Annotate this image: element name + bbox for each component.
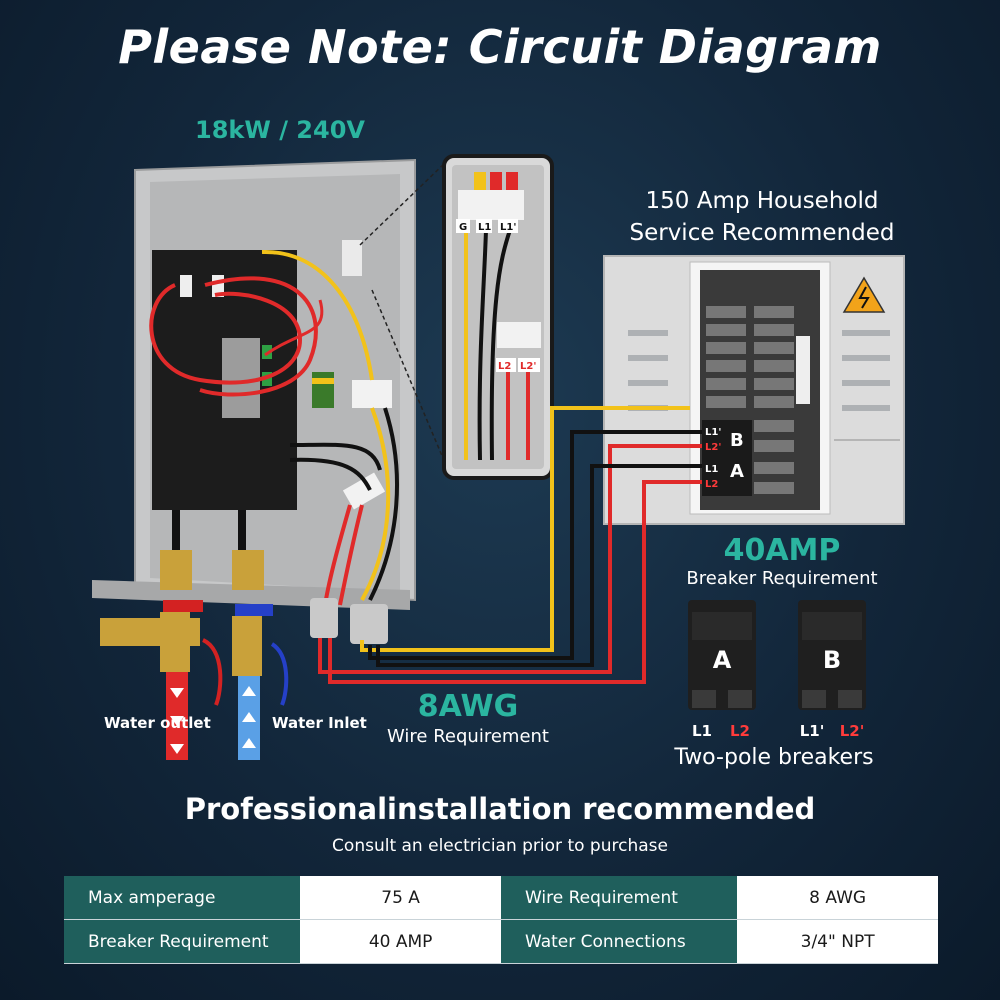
terminal-label-l2: L2 xyxy=(498,361,511,372)
cable-gland xyxy=(310,598,338,638)
terminal-label-g: G xyxy=(459,222,467,233)
install-subtitle: Consult an electrician prior to purchase xyxy=(332,836,668,856)
panel-a-l1: L1 xyxy=(705,464,718,475)
spec-value: 3/4" NPT xyxy=(737,919,938,964)
terminal-label-l1: L1 xyxy=(478,222,491,233)
wire-req-label: Wire Requirement xyxy=(387,726,549,747)
terminal-zoom-panel: G L1 L1' L2 L2' xyxy=(442,154,554,480)
breaker-panel: L1' L2' B L1 L2 A xyxy=(603,255,905,525)
install-title: Professionalinstallation recommended xyxy=(184,792,816,826)
panel-b-l2-prime: L2' xyxy=(705,442,721,453)
heatsink xyxy=(222,338,260,418)
panel-a-l2: L2 xyxy=(705,479,718,490)
circuit-diagram: 18kW / 240V xyxy=(92,116,905,770)
breaker-b-letter: B xyxy=(823,646,841,674)
service-line-2: Service Recommended xyxy=(629,220,894,246)
breaker-req-label: Breaker Requirement xyxy=(686,568,877,589)
spec-value: 8 AWG xyxy=(737,876,938,920)
supply-wires xyxy=(318,406,702,684)
wire-gauge: 8AWG xyxy=(418,689,518,724)
spec-label: Wire Requirement xyxy=(500,876,738,920)
water-outlet-label: Water outlet xyxy=(104,714,211,732)
heater-rating: 18kW / 240V xyxy=(195,116,365,144)
service-line-1: 150 Amp Household xyxy=(646,188,879,214)
breaker-amps: 40AMP xyxy=(724,533,841,568)
spec-value: 40 AMP xyxy=(300,919,501,964)
cable-gland xyxy=(350,604,388,644)
spec-label: Max amperage xyxy=(64,876,301,920)
spec-label: Breaker Requirement xyxy=(64,919,301,964)
ground-block xyxy=(312,372,334,408)
breaker-b-slot xyxy=(702,420,752,458)
water-fittings xyxy=(100,510,289,760)
table-row: Max amperage 75 A Wire Requirement 8 AWG xyxy=(64,876,938,920)
breaker-a-term-2: L2 xyxy=(730,722,750,740)
breaker-b-term-2: L2' xyxy=(840,722,865,740)
hazard-icon xyxy=(842,276,886,313)
panel-a-letter: A xyxy=(730,461,744,482)
breaker-a-term-1: L1 xyxy=(692,722,712,740)
breaker-a-slot xyxy=(702,458,752,496)
breaker-b-term-1: L1' xyxy=(800,722,825,740)
spec-table: Max amperage 75 A Wire Requirement 8 AWG… xyxy=(64,876,938,964)
panel-b-l1-prime: L1' xyxy=(705,427,721,438)
water-inlet-label: Water Inlet xyxy=(272,714,367,732)
two-pole-breaker-b: B L1' L2' xyxy=(798,600,866,740)
outlet-valve-handle xyxy=(163,600,203,612)
terminal-block xyxy=(352,380,392,408)
panel-b-letter: B xyxy=(730,430,744,451)
breaker-a-letter: A xyxy=(713,646,732,674)
two-pole-breaker-a: A L1 L2 xyxy=(688,600,756,740)
terminal-label-l2-prime: L2' xyxy=(520,361,536,372)
two-pole-caption: Two-pole breakers xyxy=(673,745,873,770)
spec-label: Water Connections xyxy=(500,919,738,964)
inlet-valve-handle xyxy=(235,604,273,616)
water-heater-unit xyxy=(92,158,416,644)
terminal-label-l1-prime: L1' xyxy=(500,222,516,233)
spec-value: 75 A xyxy=(300,876,501,920)
page-title: Please Note: Circuit Diagram xyxy=(118,20,882,74)
table-row: Breaker Requirement 40 AMP Water Connect… xyxy=(64,919,938,964)
